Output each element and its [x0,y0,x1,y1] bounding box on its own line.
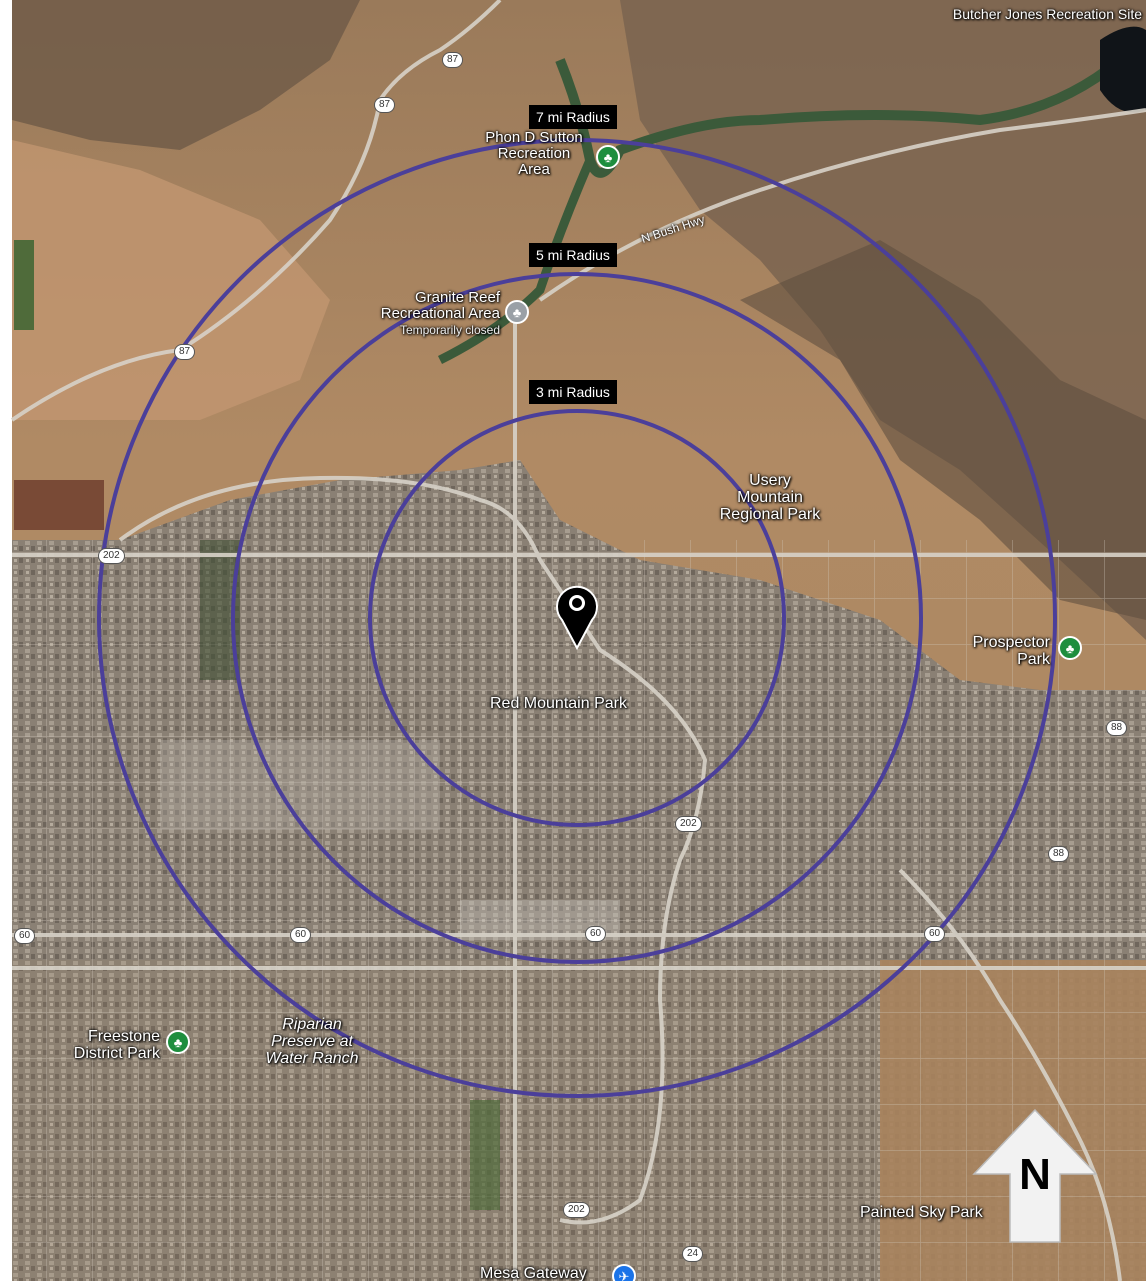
ring-3mi [368,409,786,827]
ring-5mi [231,272,923,964]
route-shield-202: 202 [98,548,125,564]
place-label-red-mountain-park[interactable]: Red Mountain Park [490,695,627,712]
route-shield-87: 87 [442,52,464,68]
radius-label-3mi: 3 mi Radius [529,380,617,404]
radius-label-7mi: 7 mi Radius [529,105,617,129]
route-shield-60: 60 [585,926,607,942]
route-shield-88: 88 [1048,846,1070,862]
route-shield-60: 60 [924,926,946,942]
route-shield-60: 60 [14,928,36,944]
route-shield-88: 88 [1106,720,1128,736]
location-pin-icon[interactable] [556,585,598,651]
tree-icon[interactable]: ♣ [505,300,529,324]
route-shield-202: 202 [563,1202,590,1218]
radius-label-5mi: 5 mi Radius [529,243,617,267]
route-shield-24: 24 [682,1246,704,1262]
north-label: N [1019,1150,1051,1199]
route-shield-60: 60 [290,927,312,943]
tree-icon[interactable]: ♣ [1058,636,1082,660]
place-label-riparian-preserve[interactable]: Riparian Preserve at Water Ranch [265,1016,359,1067]
tree-icon[interactable]: ♣ [596,145,620,169]
highways [10,0,1146,1281]
north-arrow: N [972,1108,1098,1244]
airplane-icon[interactable]: ✈ [612,1264,636,1281]
route-shield-87: 87 [374,97,396,113]
place-label-phon-sutton[interactable]: Phon D Sutton Recreation Area [485,129,583,178]
place-label-painted-sky-park[interactable]: Painted Sky Park [860,1204,983,1221]
radius-rings [97,138,1057,1098]
north-arrow-icon [972,1108,1098,1243]
place-label-freestone-park[interactable]: Freestone District Park [73,1028,160,1062]
place-label-butcher-jones[interactable]: Butcher Jones Recreation Site [952,6,1142,22]
ring-7mi [97,138,1057,1098]
tree-icon[interactable]: ♣ [166,1030,190,1054]
route-shield-87: 87 [174,344,196,360]
route-shield-202: 202 [675,816,702,832]
place-label-granite-reef[interactable]: Granite Reef Recreational Area Temporari… [380,289,500,338]
place-label-prospector-park[interactable]: Prospector Park [972,634,1050,668]
place-label-usery-mountain[interactable]: Usery Mountain Regional Park [719,472,821,523]
place-label-mesa-gateway[interactable]: Mesa Gateway [480,1265,587,1281]
